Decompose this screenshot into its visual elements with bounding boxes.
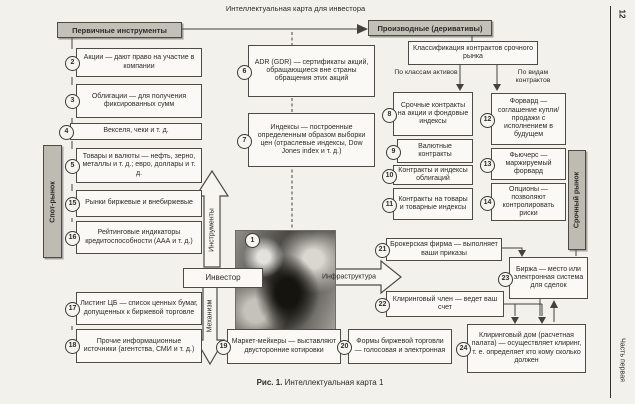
- node-currency-contracts: 9 Валютные контракты: [386, 139, 473, 163]
- node-options: 14 Опционы — позволяют контролировать ри…: [480, 183, 566, 221]
- branch-label-assets: По классам активов: [394, 69, 458, 76]
- classification-box: Классификация контрактов срочного рынка: [408, 41, 538, 65]
- node-text: Индексы — построенные определенным образ…: [257, 123, 366, 156]
- node-bond-contracts: 10 Контракты и индексы облигаций: [382, 165, 473, 185]
- node-broker-firm: 21 Брокерская фирма — выполняет ваши при…: [375, 238, 502, 261]
- node-text: Облигации — для получения фиксированных …: [91, 92, 187, 108]
- node-text: Товары и валюты — нефть, зерно, металлы …: [82, 153, 196, 177]
- node-text: Брокерская фирма — выполняет ваши приказ…: [390, 241, 498, 257]
- node-number-badge: 13: [480, 158, 495, 173]
- node-info-sources: 18 Прочие информационные источники (аген…: [65, 329, 202, 363]
- node-markets: 15 Рынки биржевые и внебиржевые: [65, 190, 202, 217]
- node-exchange: 23 Биржа — место или электронная система…: [498, 257, 588, 299]
- node-text: Клиринговый дом (расчетная палата) — осу…: [471, 332, 582, 364]
- node-text: Рынки биржевые и внебиржевые: [85, 199, 193, 207]
- node-number-badge: 6: [237, 65, 252, 80]
- node-number-badge: 21: [375, 243, 390, 258]
- node-number-badge: 17: [65, 302, 80, 317]
- node-text: Контракты и индексы облигаций: [398, 166, 468, 182]
- node-indices: 7 Индексы — построенные определенным обр…: [237, 113, 375, 167]
- node-number-badge: 18: [65, 339, 80, 354]
- term-market-bar: Срочный рынок: [568, 150, 586, 250]
- node-text: Листинг ЦБ — список ценных бумаг, допуще…: [80, 300, 198, 316]
- node-number-badge: 12: [480, 113, 495, 128]
- node-text: Фьючерс — маржируемый форвард: [505, 151, 552, 176]
- node-stocks: 2 Акции — дают право на участие в компан…: [65, 48, 202, 77]
- header-primary-instruments: Первичные инструменты: [57, 22, 182, 38]
- node-number-badge: 14: [480, 196, 495, 211]
- node-number-badge: 11: [382, 198, 397, 213]
- node-text: Маркет-мейкеры — выставляют двусторонние…: [231, 338, 337, 354]
- branch-label-contracts: По видам контрактов: [515, 69, 551, 84]
- node-clearing-house: 24 Клиринговый дом (расчетная палата) — …: [456, 324, 586, 373]
- node-text: Векселя, чеки и т. д.: [103, 127, 169, 135]
- node-number-badge: 10: [382, 169, 397, 184]
- investor-box: Инвестор: [183, 268, 263, 288]
- node-number-badge: 8: [382, 108, 397, 123]
- node-number-badge: 23: [498, 272, 513, 287]
- page-title: Интеллектуальная карта для инвестора: [225, 4, 366, 13]
- mechanism-arrow-label: Механизм: [206, 299, 214, 333]
- margin-part-label: Часть первая: [618, 338, 626, 382]
- node-number-badge: 16: [65, 231, 80, 246]
- node-equity-contracts: 8 Срочные контракты на акции и фондовые …: [382, 92, 473, 136]
- node-commodities-currencies: 5 Товары и валюты — нефть, зерно, металл…: [65, 148, 202, 183]
- node-forward: 12 Форвард — соглашение купли/продажи с …: [480, 93, 566, 145]
- node-text: Рейтинговые индикаторы кредитоспособност…: [85, 229, 193, 245]
- node-number-badge: 15: [65, 197, 80, 212]
- node-listing: 17 Листинг ЦБ — список ценных бумаг, доп…: [65, 292, 202, 325]
- node-bonds: 3 Облигации — для получения фиксированны…: [65, 84, 202, 118]
- investor-label: Инвестор: [205, 273, 241, 283]
- instruments-arrow-label: Инструменты: [208, 208, 216, 252]
- node-rating-indicators: 16 Рейтинговые индикаторы кредитоспособн…: [65, 221, 202, 254]
- node-number-badge: 5: [65, 159, 80, 174]
- node-futures: 13 Фьючерс — маржируемый форвард: [480, 148, 566, 180]
- classification-title: Классификация контрактов срочного рынка: [413, 44, 533, 60]
- node-number-badge: 20: [337, 340, 352, 355]
- figure-caption: Рис. 1. Интеллектуальная карта 1: [170, 378, 470, 387]
- node-text: Валютные контракты: [418, 142, 452, 158]
- node-adr: 6 ADR (GDR) — сертификаты акций, обращаю…: [237, 45, 375, 97]
- node-number-badge: 22: [375, 298, 390, 313]
- node-trading-forms: 20 Формы биржевой торговли — голосовая и…: [337, 329, 452, 364]
- spot-market-bar-label: Спот-рынок: [49, 180, 56, 223]
- node-text: Прочие информационные источники (агентст…: [83, 337, 195, 353]
- node-number-badge: 19: [216, 340, 231, 355]
- node-number-badge: 3: [65, 94, 80, 109]
- figure-caption-number: Рис. 1.: [256, 378, 283, 387]
- spot-market-bar: Спот-рынок: [43, 145, 62, 258]
- node-text: Форвард — соглашение купли/продажи с исп…: [497, 98, 560, 139]
- node-text: ADR (GDR) — сертификаты акций, обращающи…: [254, 58, 369, 83]
- node-text: Формы биржевой торговли — голосовая и эл…: [354, 338, 446, 354]
- margin-page-number: 12: [617, 9, 627, 19]
- node-clearing-member: 22 Клиринговый член — ведет ваш счет: [375, 291, 504, 317]
- term-market-bar-label: Срочный рынок: [573, 171, 581, 229]
- margin-rule: [610, 6, 611, 398]
- node-commodity-contracts: 11 Контракты на товары и товарные индекс…: [382, 188, 473, 220]
- node-text: Клиринговый член — ведет ваш счет: [392, 295, 498, 311]
- node-bills: 4 Векселя, чеки и т. д.: [59, 123, 202, 140]
- node-text: Опционы — позволяют контролировать риски: [502, 185, 555, 218]
- node-market-makers: 19 Маркет-мейкеры — выставляют двусторон…: [216, 329, 341, 364]
- node-number-badge: 2: [65, 56, 80, 71]
- node-number-badge: 4: [59, 125, 74, 140]
- node-text: Биржа — место или электронная система дл…: [513, 265, 584, 290]
- header-derivatives: Производные (деривативы): [368, 20, 492, 36]
- node-number-badge: 9: [386, 145, 401, 160]
- node-text: Акции — дают право на участие в компании: [83, 54, 195, 70]
- node-text: Срочные контракты на акции и фондовые ин…: [397, 101, 469, 126]
- node-number-badge: 24: [456, 342, 471, 357]
- node-text: Контракты на товары и товарные индексы: [398, 195, 468, 211]
- figure-caption-text: Интеллектуальная карта 1: [282, 378, 384, 387]
- photo-number-badge: 1: [245, 233, 260, 248]
- node-number-badge: 7: [237, 134, 252, 149]
- infrastructure-arrow-label: Инфраструктура: [321, 273, 377, 281]
